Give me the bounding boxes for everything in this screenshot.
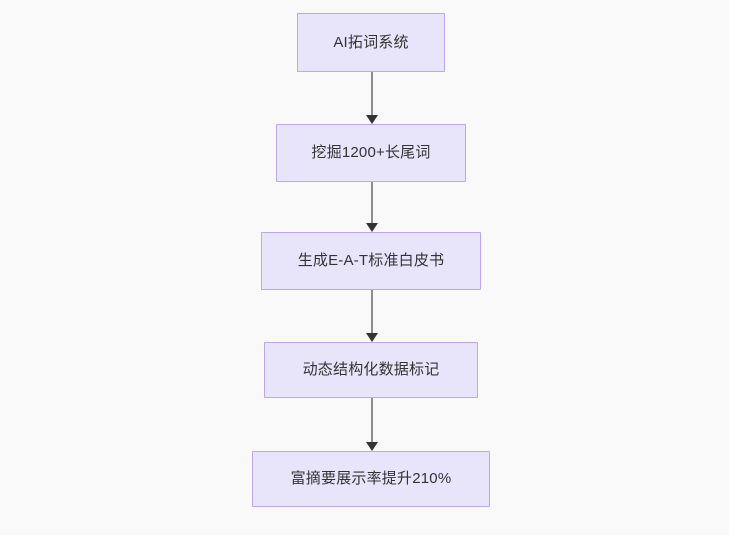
node-label: 生成E-A-T标准白皮书 [297, 252, 445, 269]
flowchart-node-rich-snippet-impression-lift[interactable]: 富摘要展示率提升210% [252, 451, 490, 507]
edge-line [371, 182, 373, 223]
edge-node2-node3 [366, 182, 378, 232]
flowchart-node-generate-eat-whitepaper[interactable]: 生成E-A-T标准白皮书 [261, 232, 481, 290]
edge-line [371, 72, 373, 115]
arrowhead-icon [366, 223, 378, 232]
edge-line [371, 290, 373, 333]
edge-node3-node4 [366, 290, 378, 342]
node-label: 富摘要展示率提升210% [290, 470, 452, 487]
edge-line [371, 398, 373, 442]
arrowhead-icon [366, 115, 378, 124]
flowchart-node-ai-keyword-system[interactable]: AI拓词系统 [297, 13, 445, 72]
edge-node4-node5 [366, 398, 378, 451]
arrowhead-icon [366, 333, 378, 342]
edge-node1-node2 [366, 72, 378, 124]
node-label: 动态结构化数据标记 [302, 361, 440, 378]
arrowhead-icon [366, 442, 378, 451]
flowchart-node-mine-longtail-keywords[interactable]: 挖掘1200+长尾词 [276, 124, 466, 182]
node-label: AI拓词系统 [333, 33, 409, 51]
flowchart-node-dynamic-structured-data-markup[interactable]: 动态结构化数据标记 [264, 342, 478, 398]
node-label: 挖掘1200+长尾词 [311, 144, 431, 161]
